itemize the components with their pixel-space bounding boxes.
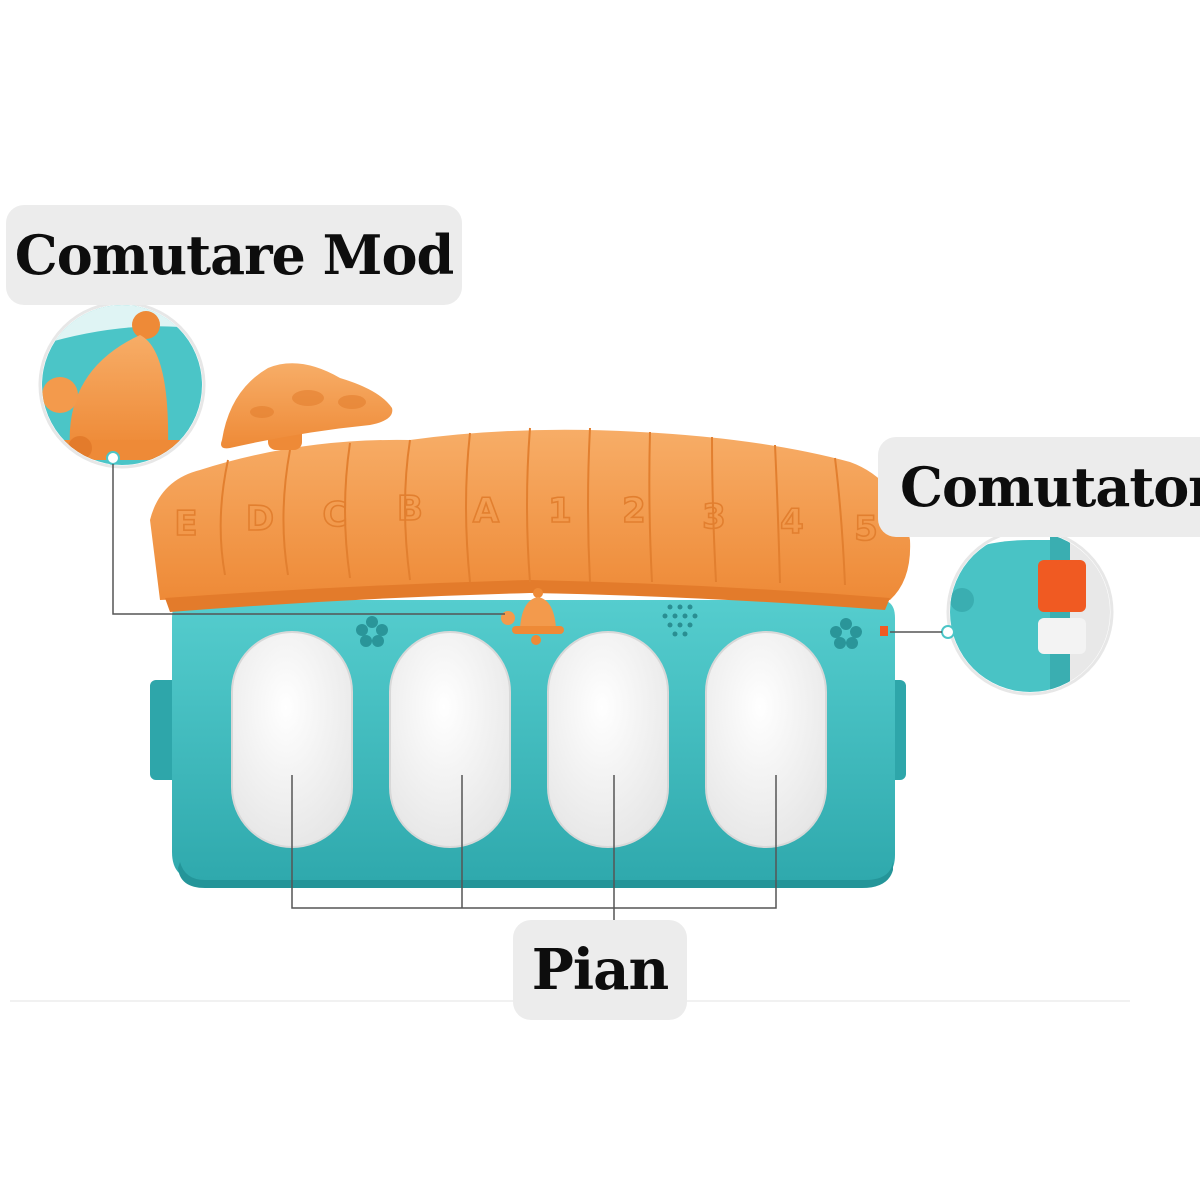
- roof-letter: B: [397, 489, 423, 529]
- speaker-icon: [662, 604, 698, 637]
- switch-label: Comutator: [878, 437, 1200, 537]
- mode-switch-button[interactable]: [1038, 560, 1086, 612]
- callout-dot: [941, 625, 955, 639]
- switch-label-text: Comutator: [900, 455, 1200, 519]
- piano-keys: [231, 631, 827, 848]
- piano-key-3[interactable]: [547, 631, 669, 848]
- piano-key-4[interactable]: [705, 631, 827, 848]
- mode-switch-label-text: Comutare Mod: [14, 223, 454, 287]
- roof-letter: 3: [702, 497, 726, 537]
- switch-zoom-callout: [941, 528, 1114, 696]
- piano-callout-line: [291, 775, 777, 909]
- orange-roof: [150, 427, 911, 612]
- roof-letter: 1: [548, 491, 572, 531]
- roof-letter: 5: [854, 509, 878, 549]
- roof-letter: 2: [622, 491, 646, 531]
- roof-letter: C: [323, 495, 348, 535]
- piano-label: Pian: [513, 920, 687, 1020]
- flower-icon: [356, 616, 388, 647]
- bell-icon[interactable]: [501, 588, 564, 645]
- callout-lines: [112, 464, 942, 920]
- callout-dot: [106, 451, 120, 465]
- roof-letter: D: [246, 499, 274, 539]
- roof-letter: A: [473, 491, 500, 531]
- bell-zoom-callout: [38, 301, 206, 469]
- mushroom-icon: [221, 363, 393, 450]
- piano-label-text: Pian: [531, 937, 669, 1003]
- roof-letters: E D C B A 1 2 3 4 5: [174, 488, 879, 550]
- flower-icon: [830, 618, 862, 649]
- switch-indicator[interactable]: [880, 626, 888, 636]
- roof-letter: E: [174, 504, 197, 544]
- piano-key-2[interactable]: [389, 631, 511, 848]
- mode-switch-label: Comutare Mod: [6, 205, 462, 305]
- mode-callout-line: [112, 464, 505, 615]
- roof-letter: 4: [780, 502, 804, 542]
